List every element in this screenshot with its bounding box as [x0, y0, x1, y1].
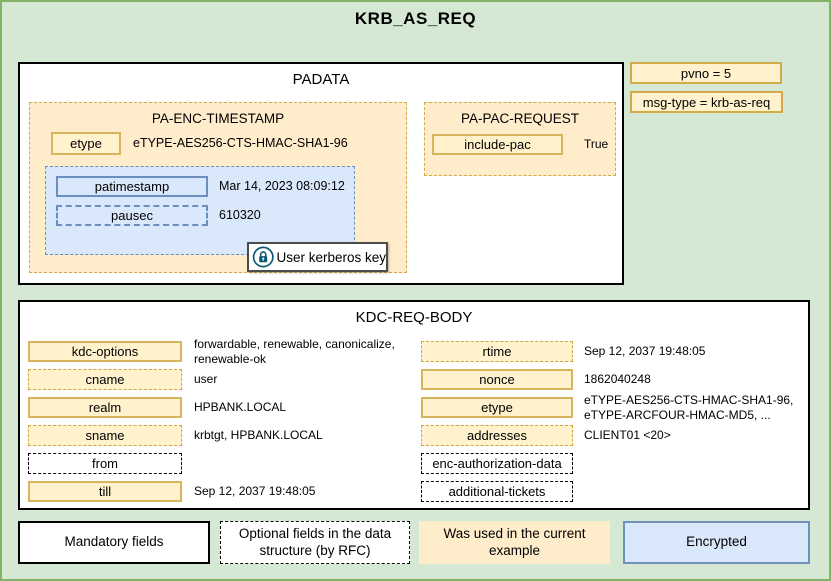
sname-row: sname krbtgt, HPBANK.LOCAL [28, 425, 428, 446]
pausec-value: 610320 [219, 207, 261, 222]
key-badge-label: User kerberos key [276, 249, 386, 265]
enc-authorization-data-row: enc-authorization-data [421, 453, 808, 474]
etype-value: eTYPE-AES256-CTS-HMAC-SHA1-96 [133, 135, 348, 150]
etype-list-value: eTYPE-AES256-CTS-HMAC-SHA1-96, eTYPE-ARC… [584, 392, 794, 422]
etype-row: etype eTYPE-AES256-CTS-HMAC-SHA1-96 [51, 132, 348, 155]
patimestamp-field: patimestamp [56, 176, 208, 197]
encrypted-region: patimestamp Mar 14, 2023 08:09:12 pausec… [45, 166, 355, 255]
legend-mandatory-fields: Mandatory fields [18, 521, 210, 564]
include-pac-field: include-pac [432, 134, 563, 155]
enc-authorization-data-field: enc-authorization-data [421, 453, 573, 474]
rtime-field: rtime [421, 341, 573, 362]
etype-list-row: etype eTYPE-AES256-CTS-HMAC-SHA1-96, eTY… [421, 393, 808, 422]
pausec-field: pausec [56, 205, 208, 226]
include-pac-row: include-pac True [432, 134, 608, 155]
lock-icon [252, 246, 274, 268]
realm-value: HPBANK.LOCAL [194, 400, 287, 415]
cname-field: cname [28, 369, 182, 390]
nonce-row: nonce 1862040248 [421, 369, 808, 390]
nonce-field: nonce [421, 369, 573, 390]
kdc-req-body-section: KDC-REQ-BODY kdc-options forwardable, re… [18, 300, 810, 510]
pa-pac-request-container: PA-PAC-REQUEST include-pac True [424, 102, 616, 176]
kdc-right-column: rtime Sep 12, 2037 19:48:05 nonce 186204… [421, 341, 808, 509]
from-row: from [28, 453, 428, 474]
additional-tickets-field: additional-tickets [421, 481, 573, 502]
include-pac-value: True [584, 137, 609, 152]
legend-optional-fields: Optional fields in the data structure (b… [220, 521, 410, 564]
legend-used-in-example: Was used in the current example [419, 521, 610, 564]
legend-encrypted: Encrypted [623, 521, 810, 564]
padata-title: PADATA [292, 71, 350, 88]
rtime-row: rtime Sep 12, 2037 19:48:05 [421, 341, 808, 362]
cname-row: cname user [28, 369, 428, 390]
till-value: Sep 12, 2037 19:48:05 [194, 484, 316, 499]
kdc-options-value: forwardable, renewable, canonicalize, re… [194, 336, 395, 366]
pausec-row: pausec 610320 [56, 205, 354, 226]
till-row: till Sep 12, 2037 19:48:05 [28, 481, 428, 502]
nonce-value: 1862040248 [584, 372, 651, 387]
msg-type-field: msg-type = krb-as-req [630, 91, 783, 113]
patimestamp-row: patimestamp Mar 14, 2023 08:09:12 [56, 176, 354, 197]
addresses-field: addresses [421, 425, 573, 446]
etype-list-field: etype [421, 397, 573, 418]
rtime-value: Sep 12, 2037 19:48:05 [584, 344, 706, 359]
pvno-field: pvno = 5 [630, 62, 782, 84]
from-field: from [28, 453, 182, 474]
cname-value: user [194, 372, 218, 387]
kdc-left-column: kdc-options forwardable, renewable, cano… [28, 337, 428, 509]
pa-pac-request-title: PA-PAC-REQUEST [460, 111, 579, 126]
pa-enc-timestamp-title: PA-ENC-TIMESTAMP [151, 111, 285, 126]
kdc-options-field: kdc-options [28, 341, 182, 362]
kdc-req-body-title: KDC-REQ-BODY [355, 309, 473, 326]
patimestamp-value: Mar 14, 2023 08:09:12 [219, 178, 345, 193]
additional-tickets-row: additional-tickets [421, 481, 808, 502]
till-field: till [28, 481, 182, 502]
addresses-row: addresses CLIENT01 <20> [421, 425, 808, 446]
etype-field: etype [51, 132, 121, 155]
realm-field: realm [28, 397, 182, 418]
sname-value: krbtgt, HPBANK.LOCAL [194, 428, 323, 443]
page-title: KRB_AS_REQ [354, 9, 477, 28]
addresses-value: CLIENT01 <20> [584, 428, 671, 443]
sname-field: sname [28, 425, 182, 446]
user-kerberos-key-badge: User kerberos key [247, 242, 388, 272]
padata-section: PADATA PA-ENC-TIMESTAMP etype eTYPE-AES2… [18, 62, 624, 285]
kdc-options-row: kdc-options forwardable, renewable, cano… [28, 337, 428, 366]
pa-enc-timestamp-container: PA-ENC-TIMESTAMP etype eTYPE-AES256-CTS-… [29, 102, 407, 273]
realm-row: realm HPBANK.LOCAL [28, 397, 428, 418]
